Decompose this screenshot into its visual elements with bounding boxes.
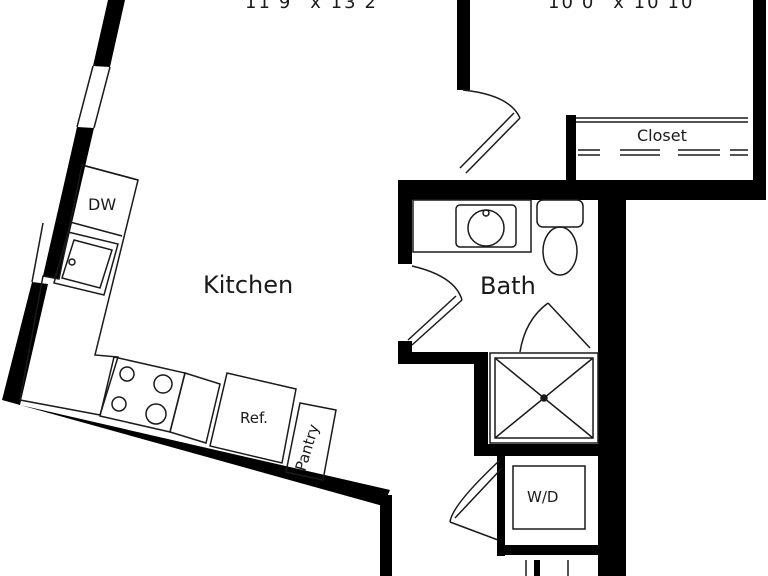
bath-walls	[398, 180, 766, 576]
kitchen-sink	[53, 231, 119, 296]
laundry-closet: W/D	[449, 456, 598, 576]
pantry: Pantry	[285, 402, 337, 481]
refrigerator: Ref.	[209, 372, 297, 464]
pantry-label: Pantry	[292, 422, 323, 473]
bath-label: Bath	[480, 272, 536, 300]
range-side-counter	[169, 372, 221, 444]
shower-door	[519, 302, 591, 353]
vanity	[412, 199, 532, 253]
kitchen-label: Kitchen	[203, 271, 293, 299]
bath-door	[407, 265, 463, 346]
bedroom-walls	[457, 0, 766, 183]
toilet	[536, 199, 584, 276]
lower-wall-stub	[380, 495, 392, 576]
left-windows	[31, 65, 111, 283]
washer-dryer-label: W/D	[527, 488, 558, 506]
dishwasher: DW	[69, 164, 139, 237]
exterior-bottom-wall	[2, 400, 390, 506]
closet-label: Closet	[637, 126, 687, 145]
closet: Closet	[576, 117, 748, 156]
dishwasher-label: DW	[88, 195, 116, 214]
bedroom-door	[459, 89, 521, 174]
bedroom-dimensions: 10'0" x 10'10"	[548, 0, 705, 13]
refrigerator-label: Ref.	[240, 409, 268, 427]
shower	[489, 352, 599, 444]
living-room-dimensions: 11'9" x 13'2"	[245, 0, 388, 13]
